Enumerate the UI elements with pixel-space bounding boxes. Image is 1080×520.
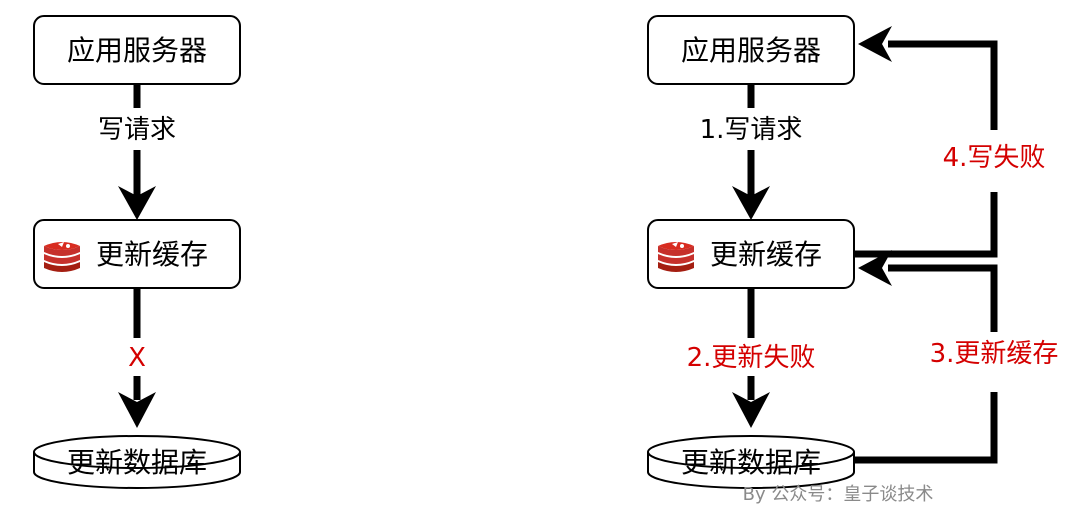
left-app-server-node: 应用服务器 (33, 15, 241, 85)
right-arrow-step1 (732, 84, 770, 220)
left-database-node: 更新数据库 (33, 435, 241, 489)
right-database-node: 更新数据库 (647, 435, 855, 489)
right-step3-label: 3.更新缓存 (930, 339, 1059, 369)
right-arrow-step3 (854, 250, 998, 464)
right-arrow-step4 (854, 26, 998, 258)
right-step2-label: 2.更新失败 (687, 343, 816, 373)
right-update-cache-label: 更新缓存 (710, 238, 822, 271)
redis-logo-icon (44, 242, 80, 272)
left-update-db-label: 更新数据库 (67, 446, 207, 479)
right-app-server-label: 应用服务器 (681, 34, 821, 67)
watermark-text: By 公众号：皇子谈技术 (743, 484, 934, 505)
redis-logo-icon (658, 242, 694, 272)
right-step4-label: 4.写失败 (943, 143, 1046, 173)
right-update-cache-node: 更新缓存 (647, 219, 855, 289)
left-arrow-write (118, 84, 156, 220)
right-arrow-step2 (732, 288, 770, 428)
right-diagram: 应用服务器 1.写请求 更新缓存 (647, 15, 1059, 505)
left-app-server-label: 应用服务器 (67, 34, 207, 67)
left-fail-mark: X (128, 343, 146, 373)
left-update-cache-node: 更新缓存 (33, 219, 241, 289)
left-arrow-fail (118, 288, 156, 428)
right-update-db-label: 更新数据库 (681, 446, 821, 479)
right-step1-label: 1.写请求 (700, 115, 803, 145)
left-diagram: 应用服务器 写请求 更新缓存 X (33, 15, 241, 489)
left-write-request-label: 写请求 (98, 115, 176, 145)
left-update-cache-label: 更新缓存 (96, 238, 208, 271)
right-app-server-node: 应用服务器 (647, 15, 855, 85)
